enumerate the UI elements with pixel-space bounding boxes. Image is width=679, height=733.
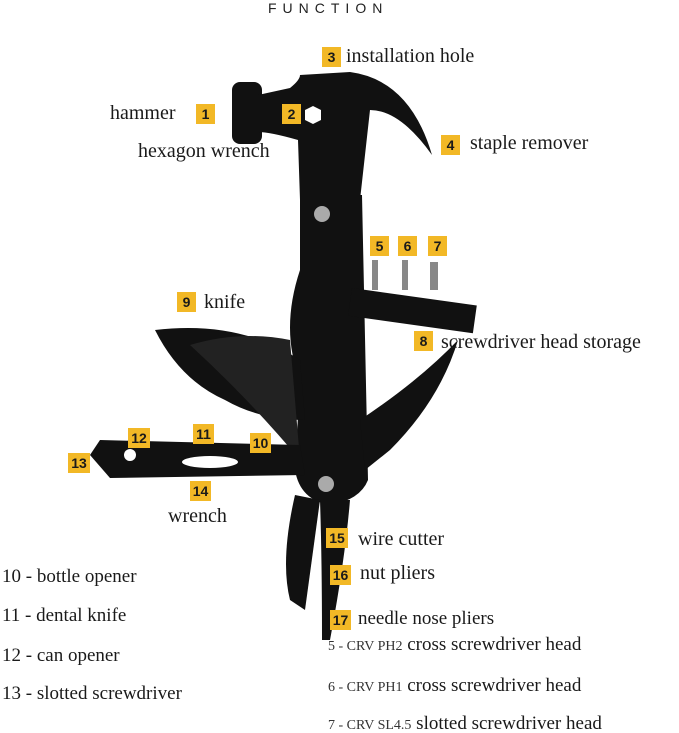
callout-badge-10: 10 — [250, 433, 271, 453]
legend-text: cross screwdriver head — [407, 634, 582, 655]
legend-text: cross screwdriver head — [407, 675, 582, 696]
callout-badge-5: 5 — [370, 236, 389, 256]
callout-badge-1: 1 — [196, 104, 215, 124]
legend-prefix: 7 - CRV SL4.5 — [328, 718, 412, 733]
hammer-face — [232, 82, 262, 144]
callout-badge-3: 3 — [322, 47, 341, 67]
label-wrench: wrench — [168, 505, 227, 527]
saw-blade — [360, 340, 458, 470]
legend-item-5: 5 - CRV PH2 cross screwdriver head — [328, 634, 581, 658]
label-needle-nose-pliers: needle nose pliers — [358, 608, 495, 629]
callout-badge-12: 12 — [128, 428, 150, 448]
label-staple-remover: staple remover — [470, 132, 589, 154]
label-hammer: hammer — [110, 102, 176, 124]
label-installation-hole: installation hole — [346, 45, 475, 67]
legend-prefix: 5 - CRV PH2 — [328, 639, 403, 654]
callout-badge-2: 2 — [282, 104, 301, 124]
callout-badge-9: 9 — [177, 292, 196, 312]
callout-badge-17: 17 — [330, 610, 351, 630]
legend-item-10: 10 - bottle opener — [2, 566, 137, 587]
callout-badge-11: 11 — [193, 424, 214, 444]
bits — [372, 260, 438, 290]
callout-badge-16: 16 — [330, 565, 351, 585]
legend-item-13: 13 - slotted screwdriver — [2, 683, 182, 704]
callout-badge-6: 6 — [398, 236, 417, 256]
label-screwdriver-head-storage: screwdriver head storage — [441, 331, 641, 353]
callout-badge-15: 15 — [326, 528, 348, 548]
callout-badge-4: 4 — [441, 135, 460, 155]
callout-badge-13: 13 — [68, 453, 90, 473]
bit-storage — [348, 288, 477, 334]
legend-item-6: 6 - CRV PH1 cross screwdriver head — [328, 675, 581, 699]
legend-item-7: 7 - CRV SL4.5 slotted screwdriver head — [328, 713, 602, 733]
label-wire-cutter: wire cutter — [358, 528, 445, 550]
label-hexagon-wrench: hexagon wrench — [138, 140, 270, 162]
callout-badge-14: 14 — [190, 481, 211, 501]
section-title: FUNCTION — [268, 0, 389, 16]
legend-item-11: 11 - dental knife — [2, 605, 127, 626]
legend-text: slotted screwdriver head — [416, 713, 602, 733]
legend-prefix: 6 - CRV PH1 — [328, 680, 403, 695]
handle — [290, 195, 368, 505]
callout-badge-7: 7 — [428, 236, 447, 256]
legend-item-12: 12 - can opener — [2, 645, 120, 666]
label-knife: knife — [204, 291, 246, 313]
label-nut-pliers: nut pliers — [360, 562, 435, 584]
callout-badge-8: 8 — [414, 331, 433, 351]
plier-jaw-left — [286, 495, 320, 610]
hammer-head — [258, 72, 432, 200]
